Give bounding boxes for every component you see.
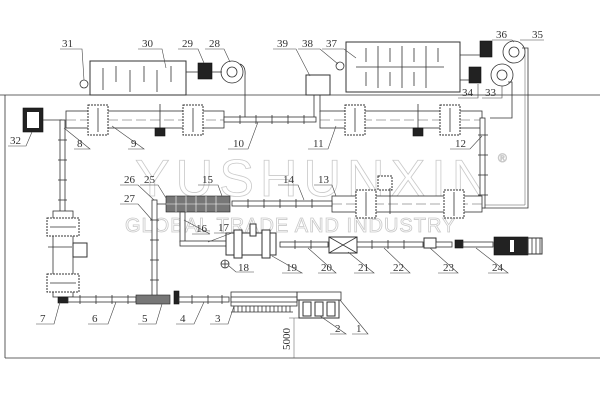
vertical-mixer-7 <box>46 210 88 304</box>
fan-31 <box>79 79 89 89</box>
callout-27: 27 <box>124 193 136 205</box>
callout-39: 39 <box>277 38 289 50</box>
callout-3: 3 <box>215 313 221 325</box>
callout-37: 37 <box>326 38 338 50</box>
hopper-23 <box>423 237 437 249</box>
watermark-registered-mark: ® <box>498 151 507 165</box>
hot-air-furnace-37 <box>345 41 461 93</box>
screening-machine-19 <box>225 223 277 259</box>
callout-20: 20 <box>321 262 333 274</box>
callout-13: 13 <box>318 174 330 186</box>
watermark-tagline: GLOBAL TRADE AND INDUSTRY <box>125 215 456 237</box>
callout-33: 33 <box>485 87 497 99</box>
callout-17: 17 <box>218 222 230 234</box>
callout-26: 26 <box>124 174 136 186</box>
mixer-5 <box>135 294 171 305</box>
callout-24: 24 <box>492 262 504 274</box>
valve-24 <box>454 239 464 249</box>
callouts: 31 30 29 28 39 38 37 36 35 34 33 32 8 9 … <box>8 29 544 335</box>
rotary-cooler-11 <box>319 104 483 137</box>
callout-16: 16 <box>196 223 208 235</box>
callout-2: 2 <box>335 323 341 335</box>
rotary-dryer-9 <box>65 104 225 137</box>
batching-machine-1-2 <box>296 291 342 319</box>
chute-16 <box>179 211 186 243</box>
motor-29 <box>197 62 213 80</box>
callout-14: 14 <box>283 174 295 186</box>
callout-25: 25 <box>144 174 156 186</box>
symbol-18 <box>220 259 230 269</box>
belt-conveyor-6 <box>67 295 137 304</box>
callout-29: 29 <box>182 38 194 50</box>
callout-15: 15 <box>202 174 214 186</box>
fan-38 <box>335 61 345 71</box>
belt-conveyor-20 <box>279 240 329 249</box>
belt-conveyor-3 <box>230 291 298 313</box>
elevator-8 <box>58 119 67 214</box>
packing-machine <box>493 236 543 256</box>
dimension-value: 5000 <box>281 328 293 351</box>
callout-18: 18 <box>238 262 250 274</box>
callout-9: 9 <box>131 138 137 150</box>
callout-34: 34 <box>462 87 474 99</box>
callout-31: 31 <box>62 38 73 50</box>
callout-35: 35 <box>532 29 544 41</box>
rotary-drum-13 <box>331 175 483 219</box>
cyclone-39 <box>305 74 331 112</box>
callout-4: 4 <box>180 313 186 325</box>
granulator-15 <box>165 195 231 213</box>
blower-35 <box>502 40 526 64</box>
callout-30: 30 <box>142 38 154 50</box>
callout-10: 10 <box>233 138 245 150</box>
callout-1: 1 <box>356 323 362 335</box>
blower-28 <box>220 60 244 84</box>
callout-8: 8 <box>77 138 83 150</box>
callout-11: 11 <box>313 138 324 150</box>
dimension-marker: 5000 <box>281 317 299 358</box>
callout-6: 6 <box>92 313 98 325</box>
callout-19: 19 <box>286 262 298 274</box>
callout-23: 23 <box>443 262 455 274</box>
callout-38: 38 <box>302 38 314 50</box>
callout-5: 5 <box>142 313 148 325</box>
hot-air-furnace-30 <box>89 60 187 96</box>
belt-conveyor-10 <box>223 115 317 124</box>
callout-7: 7 <box>40 313 46 325</box>
callout-22: 22 <box>393 262 404 274</box>
blower-33 <box>490 63 514 87</box>
belt-conveyor-22 <box>356 240 424 249</box>
coating-machine-21 <box>328 236 358 254</box>
callout-36: 36 <box>496 29 508 41</box>
callout-28: 28 <box>209 38 221 50</box>
motor-36 <box>479 40 493 58</box>
belt-conveyor-14 <box>231 199 333 208</box>
callout-32: 32 <box>10 135 21 147</box>
motor-34 <box>468 66 482 84</box>
elevator-12 <box>478 117 488 209</box>
callout-21: 21 <box>358 262 369 274</box>
callout-12: 12 <box>455 138 466 150</box>
belt-conveyor-17 <box>179 240 229 247</box>
